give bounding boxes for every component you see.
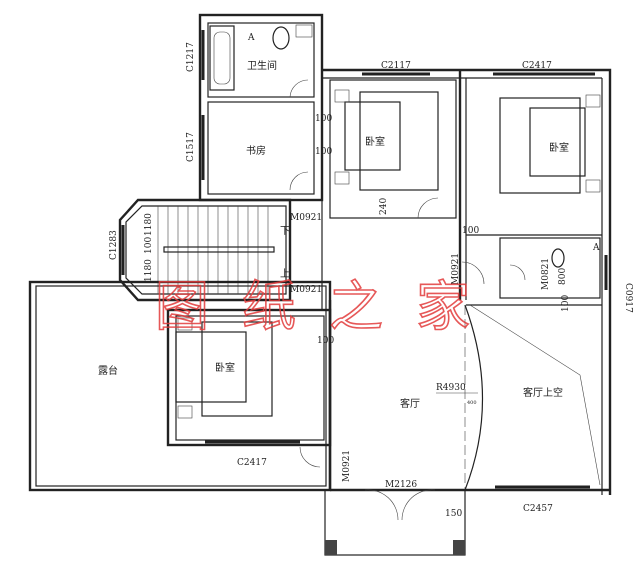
dimension-label: 1180 [144,259,154,282]
room-label-bedroom: 卧室 [365,135,385,148]
door-label: M2126 [385,480,417,490]
dimension-label: 100 [561,295,571,312]
bed-icon [499,94,601,194]
door-label: M0921 [290,213,322,223]
dimension-label: 100 [315,147,332,157]
room-label-bedroom: 卧室 [549,141,569,154]
sink-icon [295,24,313,38]
bed-icon [175,317,273,419]
dimension-label: 240 [379,198,389,215]
radius-label: R4930 [436,383,466,393]
room-label-bathroom: 卫生间 [247,59,277,72]
room-label-living-void: 客厅上空 [523,386,563,399]
door-label: M0821 [541,258,551,290]
stair-down-label: 下 [280,226,290,237]
curved-railing [464,304,484,491]
window-label: C1283 [109,230,119,260]
toilet-icon [551,248,565,268]
door-label: M0921 [451,253,461,285]
stair-up-label: 上 [280,268,290,280]
stair-treads [157,206,269,294]
window-label: C2117 [381,61,411,71]
dimension-label: 100 [317,336,334,346]
marker-a: A [247,33,255,43]
room-label-living-room: 客厅 [400,397,420,410]
room-label-terrace: 露台 [98,364,118,377]
door-label: M0921 [342,450,352,482]
dimension-label: 100 [144,237,154,254]
bed-icon [334,89,439,191]
dimension-label: 150 [445,509,462,519]
dimension-label: 1180 [144,213,154,236]
window-label: C2417 [237,458,267,468]
dimension-label: 800 [558,268,568,285]
window-label: C1517 [186,132,196,162]
room-label-bedroom: 卧室 [215,361,235,374]
bathtub-icon [209,25,235,91]
window-label: C2457 [523,504,553,514]
room-label-study: 书房 [246,144,266,157]
window-label: C0917 [623,283,633,313]
dimension-label: 100 [315,114,332,124]
windows [121,30,608,489]
window-label: C2417 [522,61,552,71]
marker-a: A [592,243,600,253]
door-label: M0921 [290,285,322,295]
dimension-label: 400 [467,400,477,406]
stair-handrail [163,246,275,253]
walls [28,13,612,556]
toilet-icon [272,26,290,50]
dimension-label: 100 [462,226,479,236]
window-label: C1217 [186,42,196,72]
